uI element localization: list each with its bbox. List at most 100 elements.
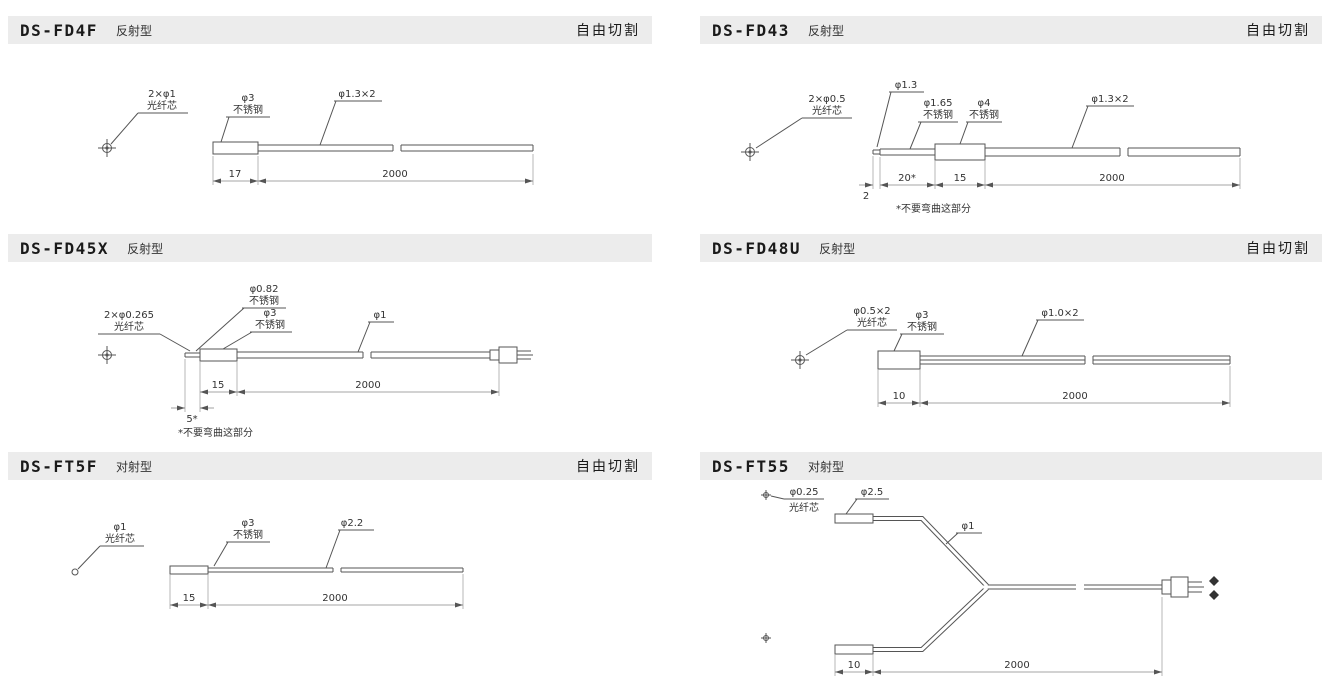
callout-text: φ3 [916, 310, 929, 321]
end-view-fiber-icon [71, 568, 79, 576]
callout-text: φ1.3×2 [1091, 94, 1128, 105]
callout-text: 不锈钢 [255, 318, 285, 331]
free-cut-badge: 自由切割 [1246, 23, 1310, 39]
model-name: DS-FD48U [712, 238, 802, 258]
panel-ds-ft55: DS-FT55 对射型 φ0.25 光纤芯 φ2.5 [700, 452, 1322, 686]
sensing-type-label: 对射型 [115, 459, 152, 474]
fiber-body [872, 143, 1241, 161]
callout-thin-tube: φ1.65 不锈钢 [909, 98, 958, 150]
dimensions: 10 2000 [877, 366, 1231, 407]
callout-text: φ0.25 [790, 487, 819, 498]
callout-text: φ1.0×2 [1041, 308, 1078, 319]
callout-text: 2×φ1 [148, 89, 176, 100]
callout-text: φ1.3 [895, 80, 918, 91]
dim-label: 15 [954, 173, 967, 184]
fiber-body [184, 346, 533, 364]
callout-fiber-core: φ1 光纤芯 [77, 522, 144, 570]
panel-ds-fd4f: DS-FD4F 反射型 自由切割 2×φ1 光纤芯 φ3 不锈钢 [8, 16, 652, 228]
sensing-type-label: 反射型 [807, 23, 844, 38]
dim-label: 17 [229, 169, 242, 180]
callout-tip: φ0.82 不锈钢 [195, 284, 286, 352]
drawing-ds-fd43: φ1.3 2×φ0.5 光纤芯 φ1.65 不锈钢 φ4 不锈钢 [741, 80, 1241, 215]
callout-text: 不锈钢 [233, 528, 263, 541]
model-name: DS-FD43 [712, 20, 790, 40]
do-not-bend-note: *不要弯曲这部分 [178, 426, 253, 439]
dimensions: 15 2000 5* [171, 359, 500, 425]
drawing-ds-ft55: φ0.25 光纤芯 φ2.5 [761, 487, 1219, 676]
panel-header: DS-FT5F 对射型 自由切割 [8, 452, 652, 480]
callout-fiber-core: 2×φ0.265 光纤芯 [98, 310, 191, 352]
drawing-ds-ft5f: φ1 光纤芯 φ3 不锈钢 φ2.2 [71, 518, 464, 609]
callout-cable: φ2.2 [325, 518, 374, 569]
callout-cable: φ1.0×2 [1021, 308, 1084, 357]
sensing-type-label: 反射型 [127, 241, 164, 256]
panel-header: DS-FD45X 反射型 [8, 234, 652, 262]
dim-label: 5* [186, 414, 197, 425]
callout-text: φ2.5 [861, 487, 884, 498]
dim-label: 10 [893, 391, 906, 402]
model-name: DS-FT5F [20, 456, 98, 476]
dim-label: 10 [848, 660, 861, 671]
callout-text: 不锈钢 [923, 108, 953, 121]
end-view-crosshair-icon [741, 143, 759, 161]
callout-text: 不锈钢 [233, 103, 263, 116]
callout-text: φ2.2 [341, 518, 364, 529]
drawing-ds-fd4f: 2×φ1 光纤芯 φ3 不锈钢 φ1.3×2 [98, 89, 534, 185]
dim-label: 2000 [1062, 391, 1087, 402]
panel-ds-ft5f: DS-FT5F 对射型 自由切割 φ1 光纤芯 φ3 不锈钢 φ2.2 [8, 452, 652, 686]
end-view-crosshair-icon [98, 139, 116, 157]
callout-text: φ3 [264, 308, 277, 319]
callout-text: φ1 [114, 522, 127, 533]
callout-cable: φ1 [357, 310, 394, 353]
callout-text: 2×φ0.265 [104, 310, 154, 321]
do-not-bend-note: *不要弯曲这部分 [896, 202, 971, 215]
dimensions: 15 2000 [169, 574, 464, 609]
callout-fiber-core: 2×φ0.5 光纤芯 [755, 94, 852, 149]
free-cut-badge: 自由切割 [576, 23, 640, 39]
sensing-type-label: 反射型 [115, 23, 152, 38]
dim-label: 2000 [355, 380, 380, 391]
callout-text: φ0.82 [250, 284, 279, 295]
sensing-type-label: 反射型 [819, 241, 856, 256]
fiber-body [834, 513, 874, 655]
callout-cable: φ1.3×2 [1071, 94, 1134, 149]
y-cable [873, 516, 1162, 652]
callout-text: 光纤芯 [114, 320, 144, 333]
callout-text: 不锈钢 [907, 320, 937, 333]
callout-text: 光纤芯 [857, 316, 887, 329]
callout-text: φ1 [962, 521, 975, 532]
callout-text: 光纤芯 [812, 104, 842, 117]
dim-label: 20* [898, 173, 916, 184]
callout-fiber-core: 2×φ1 光纤芯 [110, 89, 188, 145]
callout-text: φ1 [374, 310, 387, 321]
dim-label: 15 [212, 380, 225, 391]
panel-header: DS-FD4F 反射型 自由切割 [8, 16, 652, 44]
callout-text: 不锈钢 [969, 108, 999, 121]
callout-cable: φ1.3×2 [319, 89, 382, 146]
callout-text: 光纤芯 [789, 501, 819, 514]
dim-label: 15 [183, 593, 196, 604]
end-view-crosshair-icon [791, 351, 809, 369]
dim-label: 2 [863, 191, 869, 202]
dimensions: 17 2000 [212, 154, 534, 185]
dim-label: 2000 [382, 169, 407, 180]
dim-label: 2000 [1099, 173, 1124, 184]
callout-text: φ1.65 [924, 98, 953, 109]
model-name: DS-FD45X [20, 238, 110, 258]
free-cut-badge: 自由切割 [1246, 241, 1310, 257]
dim-label: 2000 [322, 593, 347, 604]
callout-text: 不锈钢 [249, 294, 279, 307]
panel-ds-fd45x: DS-FD45X 反射型 φ0.82 不锈钢 2×φ0.265 光纤芯 φ3 [8, 234, 652, 446]
sensing-type-label: 对射型 [807, 459, 844, 474]
callout-text: 光纤芯 [147, 99, 177, 112]
panel-ds-fd43: DS-FD43 反射型 自由切割 φ1.3 2×φ0.5 光纤芯 φ1.65 [700, 16, 1322, 228]
model-name: DS-FD4F [20, 20, 98, 40]
drawing-ds-fd48u: φ0.5×2 光纤芯 φ3 不锈钢 φ1.0×2 [791, 306, 1231, 407]
callout-text: 2×φ0.5 [808, 94, 845, 105]
dimensions: 10 2000 [834, 597, 1163, 676]
panel-ds-fd48u: DS-FD48U 反射型 自由切割 φ0.5×2 光纤芯 φ3 不锈钢 [700, 234, 1322, 446]
free-cut-badge: 自由切割 [576, 459, 640, 475]
callout-text: φ3 [242, 93, 255, 104]
callout-steel-sleeve: φ3 不锈钢 [222, 308, 292, 350]
